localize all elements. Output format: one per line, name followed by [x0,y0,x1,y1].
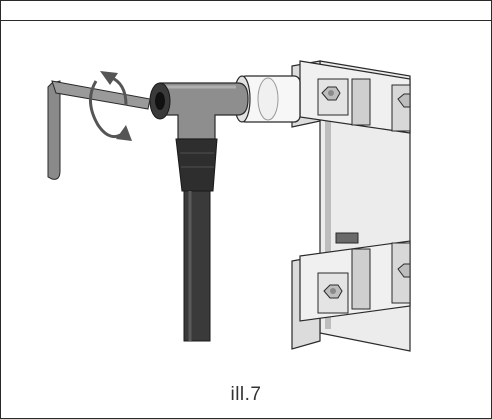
t-connector-icon [149,82,249,192]
hex-key-icon [47,80,151,180]
rotation-arrow-icon [89,71,132,141]
header-divider [0,20,492,21]
installation-illustration [47,60,411,352]
figure-caption: ill.7 [230,384,262,405]
busbar-bracket-icon [291,60,411,352]
cable-icon [183,190,211,342]
